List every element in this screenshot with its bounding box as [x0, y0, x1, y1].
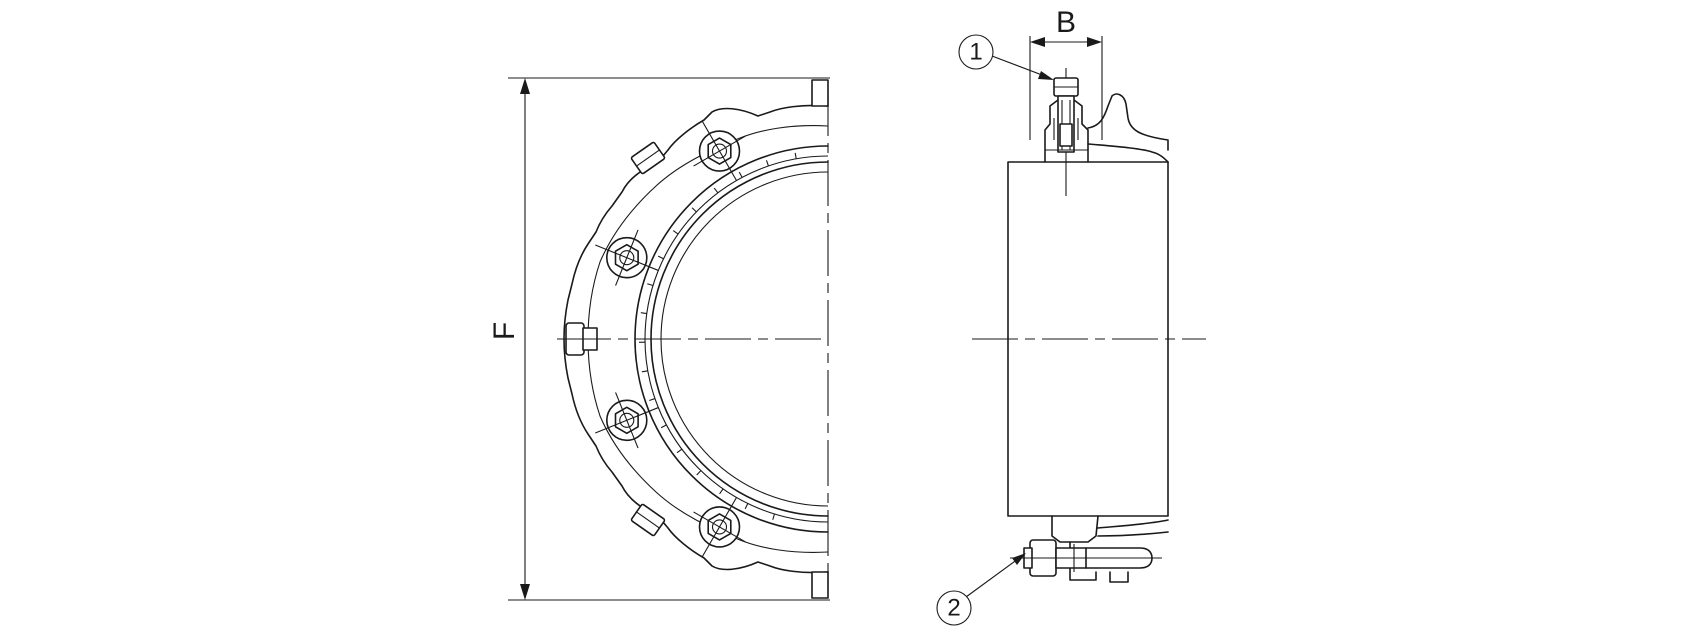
callout-2: 2: [936, 553, 1026, 626]
bolt-lug: [595, 392, 659, 449]
gasket-tick: [719, 488, 724, 495]
dimension-f: F: [488, 77, 830, 601]
flange-ends: [811, 79, 829, 599]
callout-1-number: 1: [969, 38, 982, 65]
lower-clamp-assembly: [1010, 515, 1169, 583]
dimension-f-label: F: [488, 322, 521, 340]
callout-1-circle: [958, 34, 994, 70]
upper-clamp-assembly: [1044, 77, 1169, 163]
gasket-tick: [641, 370, 648, 373]
lock-tab-upper: [630, 141, 666, 175]
bolt-lug: [693, 497, 746, 557]
side-nut: [557, 322, 600, 356]
gasket-tick: [649, 398, 656, 402]
callout-2-circle: [936, 590, 972, 626]
dimension-b-label: B: [1056, 6, 1076, 39]
gasket-tick: [713, 187, 719, 194]
callout-1: 1: [958, 34, 1054, 80]
gasket-tick: [660, 424, 667, 429]
gasket-tick: [640, 312, 647, 315]
lock-tab-lower: [630, 503, 666, 537]
gasket-tick: [794, 152, 797, 159]
pipe-bore: [650, 161, 829, 517]
gasket-tick: [657, 255, 664, 260]
gasket-tick: [676, 448, 683, 454]
gasket-tick: [672, 230, 679, 235]
gasket-tick: [647, 283, 654, 287]
bolt-lug: [693, 121, 746, 181]
gasket-tick: [772, 513, 776, 520]
gasket-tick: [738, 171, 743, 178]
gasket-tick: [744, 503, 749, 510]
bolt-lug: [595, 229, 659, 286]
gasket-tick: [696, 470, 702, 476]
callout-2-number: 2: [947, 594, 960, 621]
front-view: F: [488, 77, 830, 601]
side-view: B: [936, 6, 1206, 626]
gasket-ring: [634, 145, 829, 533]
gasket-tick: [691, 207, 697, 213]
gasket-tick: [765, 160, 769, 167]
dimension-b: B: [1029, 6, 1103, 140]
